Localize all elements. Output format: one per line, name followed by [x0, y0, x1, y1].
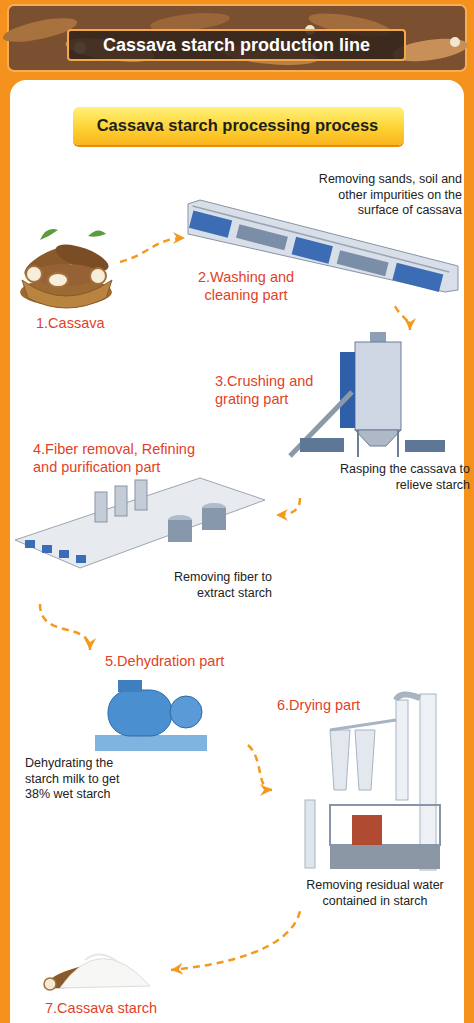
- flow-arrow: [276, 498, 300, 515]
- cassava-illustration: [40, 229, 106, 240]
- grating-machine: [357, 430, 359, 457]
- grating-machine: [355, 430, 401, 446]
- drying-machine: [330, 730, 350, 790]
- grating-machine: [340, 352, 355, 428]
- refining-machine: [95, 492, 107, 522]
- refining-machine: [25, 540, 35, 548]
- grating-machine: [405, 440, 445, 452]
- banner-photo: [0, 0, 474, 76]
- step-label: 6.Drying part: [277, 696, 387, 714]
- step-description: Rasping the cassava to relieve starch: [310, 462, 470, 493]
- drying-machine: [330, 845, 440, 869]
- process-step: 2.Washing and cleaning part Removing sand…: [185, 162, 464, 306]
- step-label: 3.Crushing and grating part: [215, 372, 327, 408]
- flow-arrow: [120, 238, 185, 262]
- process-step: 7.Cassava starch: [40, 925, 171, 1019]
- refining-machine: [168, 520, 192, 542]
- drying-machine: [330, 805, 440, 845]
- dehydration-machine: [118, 680, 142, 692]
- drying-machine: [305, 800, 315, 868]
- refining-machine: [15, 478, 265, 568]
- process-step: 5.Dehydration partDehydrating the starch…: [22, 650, 248, 805]
- drying-machine: [396, 700, 408, 800]
- flow-arrow: [248, 745, 272, 790]
- dehydration-machine: [95, 735, 207, 751]
- refining-machine: [15, 478, 265, 568]
- step-description: Removing fiber to extract starch: [160, 570, 272, 601]
- heading-text: Cassava starch processing process: [73, 107, 402, 143]
- grating-machine: [355, 342, 401, 430]
- cassava-illustration: [48, 273, 68, 287]
- step-description: Removing sands, soil and other impuritie…: [302, 172, 462, 219]
- process-step: 1.Cassava: [18, 222, 120, 334]
- grating-machine: [397, 430, 399, 457]
- process-step: 3.Crushing and grating partRasping the c…: [213, 330, 472, 498]
- refining-machine: [59, 550, 69, 558]
- grating-machine: [290, 392, 352, 456]
- starch-illustration: [44, 954, 150, 993]
- banner-photo: [0, 0, 474, 76]
- heading-band: Cassava starch processing process: [73, 107, 404, 145]
- process-step: 6.Drying partRemoving residual water con…: [272, 690, 462, 911]
- flow-arrow: [395, 306, 410, 330]
- step-description: Removing residual water contained in sta…: [290, 878, 460, 909]
- page-title: Cassava starch production line: [67, 29, 406, 61]
- step-label: 7.Cassava starch: [45, 999, 169, 1017]
- drying-machine: [420, 694, 436, 870]
- banner-photo: [450, 37, 460, 47]
- step-description: Dehydrating the starch milk to get 38% w…: [25, 756, 145, 803]
- flow-arrow: [40, 604, 90, 650]
- flow-arrow: [171, 911, 300, 970]
- refining-machine: [115, 486, 127, 516]
- cassava-illustration: [90, 268, 106, 284]
- drying-machine: [355, 730, 375, 790]
- step-label: 2.Washing and cleaning part: [190, 268, 302, 304]
- step-label: 4.Fiber removal, Refining and purificati…: [33, 440, 218, 476]
- banner-photo: [8, 5, 466, 71]
- starch-illustration: [60, 958, 150, 988]
- starch-illustration: [44, 978, 56, 990]
- grating-machine: [300, 438, 344, 452]
- cassava-illustration: [20, 229, 112, 308]
- starch-illustration: [85, 954, 118, 962]
- cassava-illustration: [26, 266, 42, 282]
- dehydration-machine: [170, 696, 202, 728]
- washing-machine: [392, 263, 443, 292]
- drying-machine: [305, 694, 440, 870]
- grating-machine: [290, 332, 445, 457]
- dehydration-machine: [95, 680, 207, 751]
- step-label: 5.Dehydration part: [105, 652, 245, 670]
- drying-machine: [330, 720, 396, 730]
- refining-machine: [42, 545, 52, 553]
- dehydration-machine: [108, 690, 172, 736]
- refining-machine: [76, 555, 86, 563]
- drying-machine: [352, 815, 382, 845]
- refining-machine: [202, 508, 226, 530]
- grating-machine: [370, 332, 386, 342]
- refining-machine: [135, 480, 147, 510]
- content-card: [10, 80, 464, 1023]
- step-label: 1.Cassava: [36, 314, 118, 332]
- process-step: 4.Fiber removal, Refining and purificati…: [12, 436, 276, 604]
- drying-machine: [396, 694, 420, 700]
